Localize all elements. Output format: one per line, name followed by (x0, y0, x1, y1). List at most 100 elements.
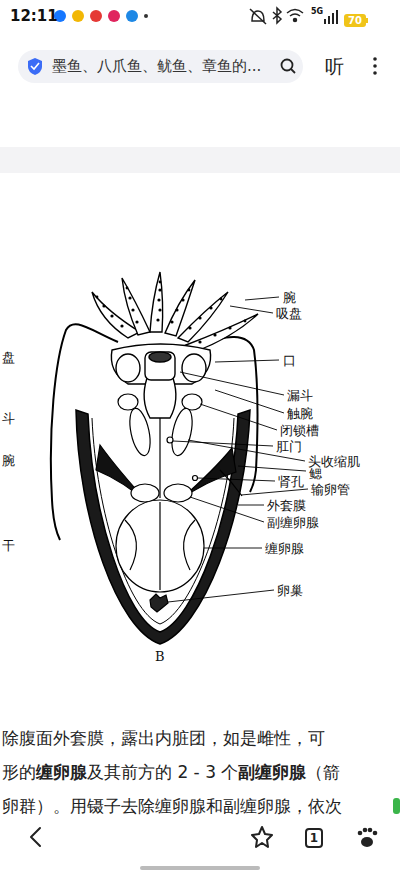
part-label: 肾孔 (278, 475, 304, 488)
cut-label: 腕 (2, 454, 15, 467)
leader-lines (168, 590, 274, 602)
nav-icons (252, 827, 272, 847)
body-text: 及其前方的 2 - 3 个 (87, 761, 238, 783)
squid-arms (165, 280, 195, 336)
battery-level: 70 (344, 14, 366, 27)
part-label: 触腕 (287, 407, 313, 420)
squid-mantle (92, 418, 234, 624)
suckers (198, 316, 201, 319)
leader-lines (180, 372, 284, 395)
squid-organs (182, 394, 202, 410)
suckers (228, 326, 231, 329)
squid-organs (96, 394, 242, 612)
suckers (220, 298, 223, 301)
leader-lines (230, 306, 273, 313)
squid-mantle (76, 410, 250, 644)
squid-head (111, 344, 210, 418)
tab-count: 1 (305, 828, 323, 848)
status-icons (324, 10, 338, 24)
search-bar: 墨鱼、八爪鱼、鱿鱼、章鱼的... (18, 50, 303, 83)
nav-icons (368, 828, 373, 833)
leader-lines (215, 390, 284, 413)
squid-head (111, 344, 210, 384)
status-icons (336, 10, 338, 24)
status-icons (294, 19, 297, 22)
suckers (96, 281, 247, 344)
body-text: 形的 (2, 761, 36, 783)
squid-organs (125, 520, 136, 570)
search-bar-text: 墨鱼、八爪鱼、鱿鱼、章鱼的... (52, 59, 261, 74)
squid-organs (118, 394, 138, 410)
app-icons (108, 10, 120, 22)
menu-icon (373, 71, 377, 75)
menu-icon (373, 57, 377, 75)
network-type: 5G (311, 7, 323, 16)
suckers (102, 304, 105, 307)
body-text: （箭 (306, 761, 340, 783)
suckers (158, 308, 161, 311)
leader-lines (198, 478, 275, 481)
squid-head (144, 378, 176, 418)
body-text: 除腹面外套膜，露出内脏团，如是雌性，可 (2, 727, 325, 749)
leader-lines (188, 440, 305, 461)
squid-organs (116, 500, 204, 592)
part-label: 缠卵腺 (265, 542, 304, 555)
part-label: 卵巢 (277, 584, 303, 597)
listen-button: 听 (325, 55, 344, 77)
part-label: 外套膜 (267, 499, 306, 512)
squid-arms (122, 278, 150, 335)
nav-icons (31, 827, 377, 847)
battery-level-text: 70 (348, 16, 362, 26)
body-text: 卵群）。用镊子去除缠卵腺和副缠卵腺，依次 (2, 795, 342, 817)
suckers (159, 281, 162, 284)
home-indicator (140, 866, 260, 870)
squid-head (116, 354, 140, 382)
part-label: 鳃 (309, 467, 322, 480)
body-text: 副缠卵腺 (238, 761, 306, 783)
suckers (96, 296, 99, 299)
leader-lines (173, 441, 273, 446)
suckers (110, 314, 113, 317)
squid-organs (159, 418, 160, 498)
suckers (209, 306, 212, 309)
squid-arms (186, 314, 258, 352)
squid-organs (184, 520, 195, 570)
nav-icons (363, 828, 368, 833)
status-icons (332, 13, 334, 24)
squid-organs (193, 476, 198, 481)
leader-lines (168, 297, 308, 602)
squid-organs (131, 484, 159, 502)
nav-icons (373, 831, 378, 836)
suckers (170, 320, 173, 323)
suckers (126, 287, 129, 290)
figure-letter: B (155, 650, 165, 663)
status-icons (287, 10, 303, 14)
cut-label: 干 (2, 539, 15, 552)
squid-mantle (76, 410, 250, 644)
squid-head (145, 352, 175, 380)
app-icons (90, 10, 102, 22)
suckers (175, 308, 178, 311)
nav-icons (358, 828, 378, 847)
part-label: 输卵管 (311, 483, 350, 496)
nav-icons (358, 831, 363, 836)
suckers (128, 296, 131, 299)
leader-lines (190, 497, 264, 522)
squid-organs (167, 437, 173, 443)
suckers (157, 298, 160, 301)
suckers (158, 288, 161, 291)
status-icons (324, 19, 326, 24)
suckers (188, 289, 191, 292)
suckers (181, 298, 184, 301)
suckers (120, 324, 123, 327)
part-label: 闭锁槽 (280, 424, 319, 437)
leader-lines (200, 404, 277, 430)
nav-icons (361, 837, 373, 847)
squid-arms (92, 272, 258, 352)
suckers (156, 318, 159, 321)
leader-lines (204, 548, 262, 549)
leader-lines (238, 466, 306, 471)
squid-organs (168, 407, 196, 458)
squid-organs (126, 407, 154, 458)
suckers (131, 308, 134, 311)
